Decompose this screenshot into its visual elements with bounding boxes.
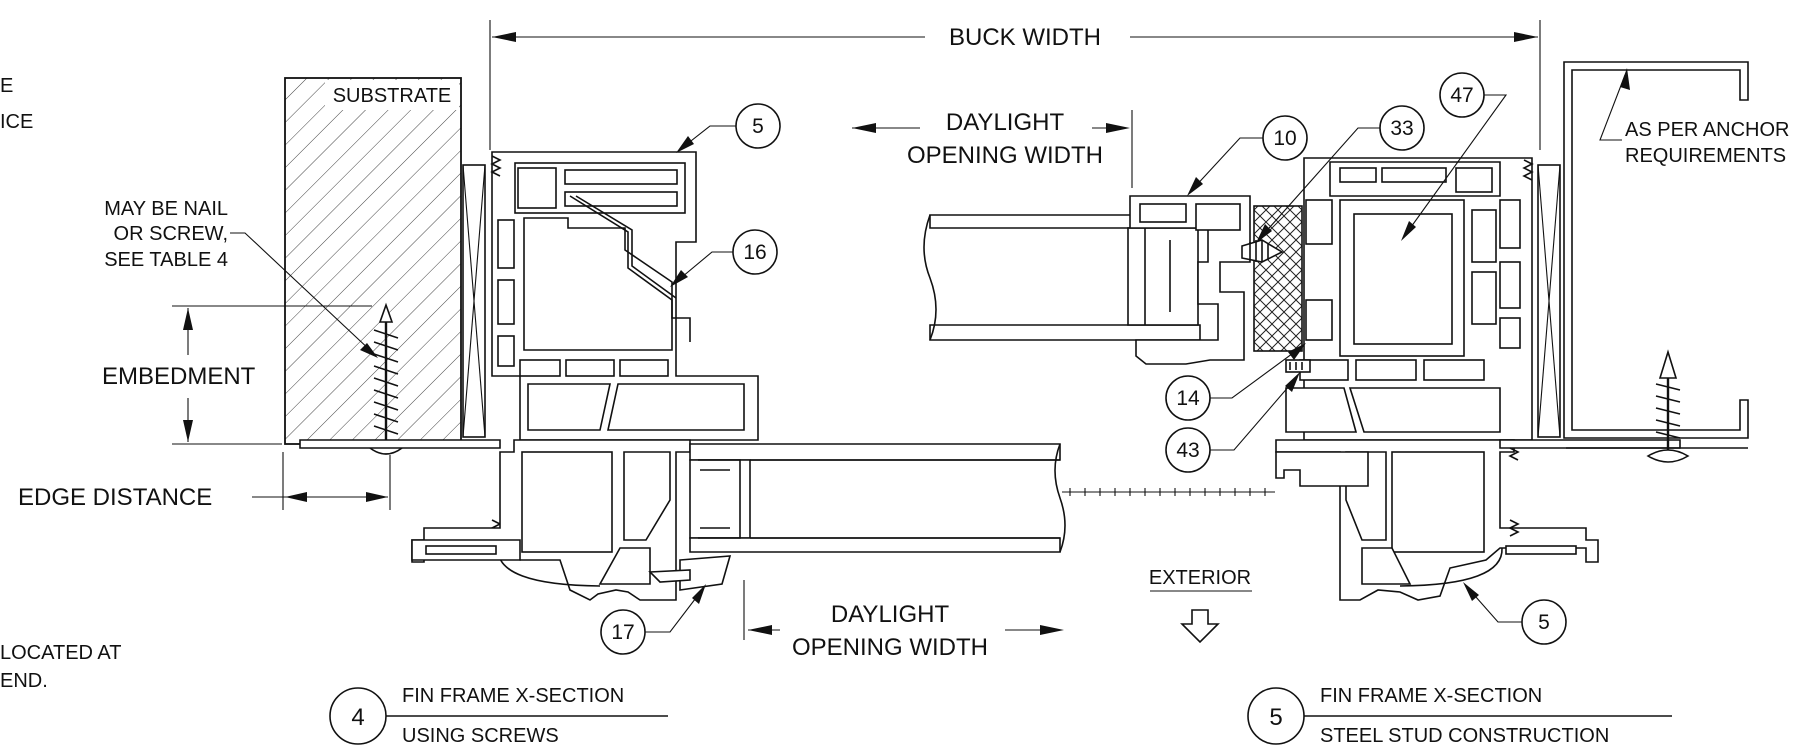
callout-5-bottom: 5 — [1463, 582, 1567, 645]
svg-text:FIN FRAME X-SECTION: FIN FRAME X-SECTION — [402, 685, 624, 707]
embedment-dimension: EMBEDMENT — [102, 305, 372, 445]
svg-text:5: 5 — [752, 115, 764, 138]
callout-17: 17 — [600, 584, 706, 655]
svg-text:STEEL STUD CONSTRUCTION: STEEL STUD CONSTRUCTION — [1320, 725, 1609, 747]
anchor-note: AS PER ANCHOR REQUIREMENTS — [1599, 68, 1789, 167]
cropped-text-ice: ICE — [0, 111, 33, 133]
svg-text:16: 16 — [743, 241, 766, 264]
svg-text:EXTERIOR: EXTERIOR — [1149, 567, 1251, 589]
edge-distance-dimension: EDGE DISTANCE — [18, 452, 391, 511]
svg-text:SEE TABLE 4: SEE TABLE 4 — [104, 249, 228, 271]
buck-width-dimension: BUCK WIDTH — [489, 20, 1541, 150]
exterior-indicator: EXTERIOR — [1149, 567, 1252, 644]
cropped-text-end: END. — [0, 670, 48, 692]
svg-text:OPENING WIDTH: OPENING WIDTH — [907, 142, 1103, 169]
shim-strip-left — [462, 164, 486, 438]
down-arrow-icon — [1180, 609, 1220, 644]
svg-text:OR SCREW,: OR SCREW, — [114, 223, 228, 245]
svg-text:USING SCREWS: USING SCREWS — [402, 725, 559, 747]
substrate-label: SUBSTRATE — [333, 85, 452, 107]
section-title-right: 5 FIN FRAME X-SECTION STEEL STUD CONSTRU… — [1247, 685, 1672, 747]
svg-text:REQUIREMENTS: REQUIREMENTS — [1625, 145, 1786, 167]
svg-text:DAYLIGHT: DAYLIGHT — [831, 601, 950, 628]
buck-width-label: BUCK WIDTH — [949, 24, 1101, 51]
left-lower-glazing — [648, 443, 1066, 591]
svg-text:MAY BE NAIL: MAY BE NAIL — [104, 198, 228, 220]
embedment-label: EMBEDMENT — [102, 363, 256, 390]
svg-text:OPENING WIDTH: OPENING WIDTH — [792, 634, 988, 661]
svg-text:FIN FRAME X-SECTION: FIN FRAME X-SECTION — [1320, 685, 1542, 707]
callout-47: 47 — [1401, 72, 1508, 241]
edge-distance-label: EDGE DISTANCE — [18, 484, 212, 511]
svg-text:14: 14 — [1176, 387, 1200, 410]
substrate-block: SUBSTRATE — [284, 77, 462, 445]
right-upper-glazing — [923, 214, 1201, 341]
callout-33: 33 — [1256, 105, 1425, 243]
daylight-bottom-dimension: DAYLIGHT OPENING WIDTH — [743, 580, 1064, 661]
right-frame-profile — [1129, 157, 1681, 601]
svg-text:33: 33 — [1390, 117, 1413, 140]
cropped-text-e: E — [0, 75, 13, 97]
sash-tie-line — [1062, 488, 1275, 496]
svg-text:4: 4 — [351, 704, 364, 731]
callout-16: 16 — [670, 229, 778, 287]
callout-10: 10 — [1187, 115, 1308, 196]
svg-text:5: 5 — [1269, 704, 1282, 731]
steel-stud — [1563, 61, 1749, 449]
callout-5-top: 5 — [676, 103, 781, 153]
shim-strip-right — [1537, 164, 1561, 438]
svg-text:DAYLIGHT: DAYLIGHT — [946, 109, 1065, 136]
svg-text:5: 5 — [1538, 611, 1550, 634]
svg-text:17: 17 — [611, 621, 634, 644]
svg-text:10: 10 — [1273, 127, 1296, 150]
screw-icon-right — [1646, 349, 1690, 463]
callout-43: 43 — [1165, 372, 1300, 473]
nail-note: MAY BE NAIL OR SCREW, SEE TABLE 4 — [104, 198, 378, 358]
left-frame-profile — [299, 151, 759, 601]
svg-text:47: 47 — [1450, 84, 1473, 107]
svg-text:43: 43 — [1176, 439, 1199, 462]
cropped-text-located: LOCATED AT — [0, 642, 122, 664]
svg-text:AS PER ANCHOR: AS PER ANCHOR — [1625, 119, 1789, 141]
daylight-top-dimension: DAYLIGHT OPENING WIDTH — [852, 109, 1133, 188]
callout-14: 14 — [1165, 343, 1306, 421]
section-title-left: 4 FIN FRAME X-SECTION USING SCREWS — [329, 685, 668, 747]
